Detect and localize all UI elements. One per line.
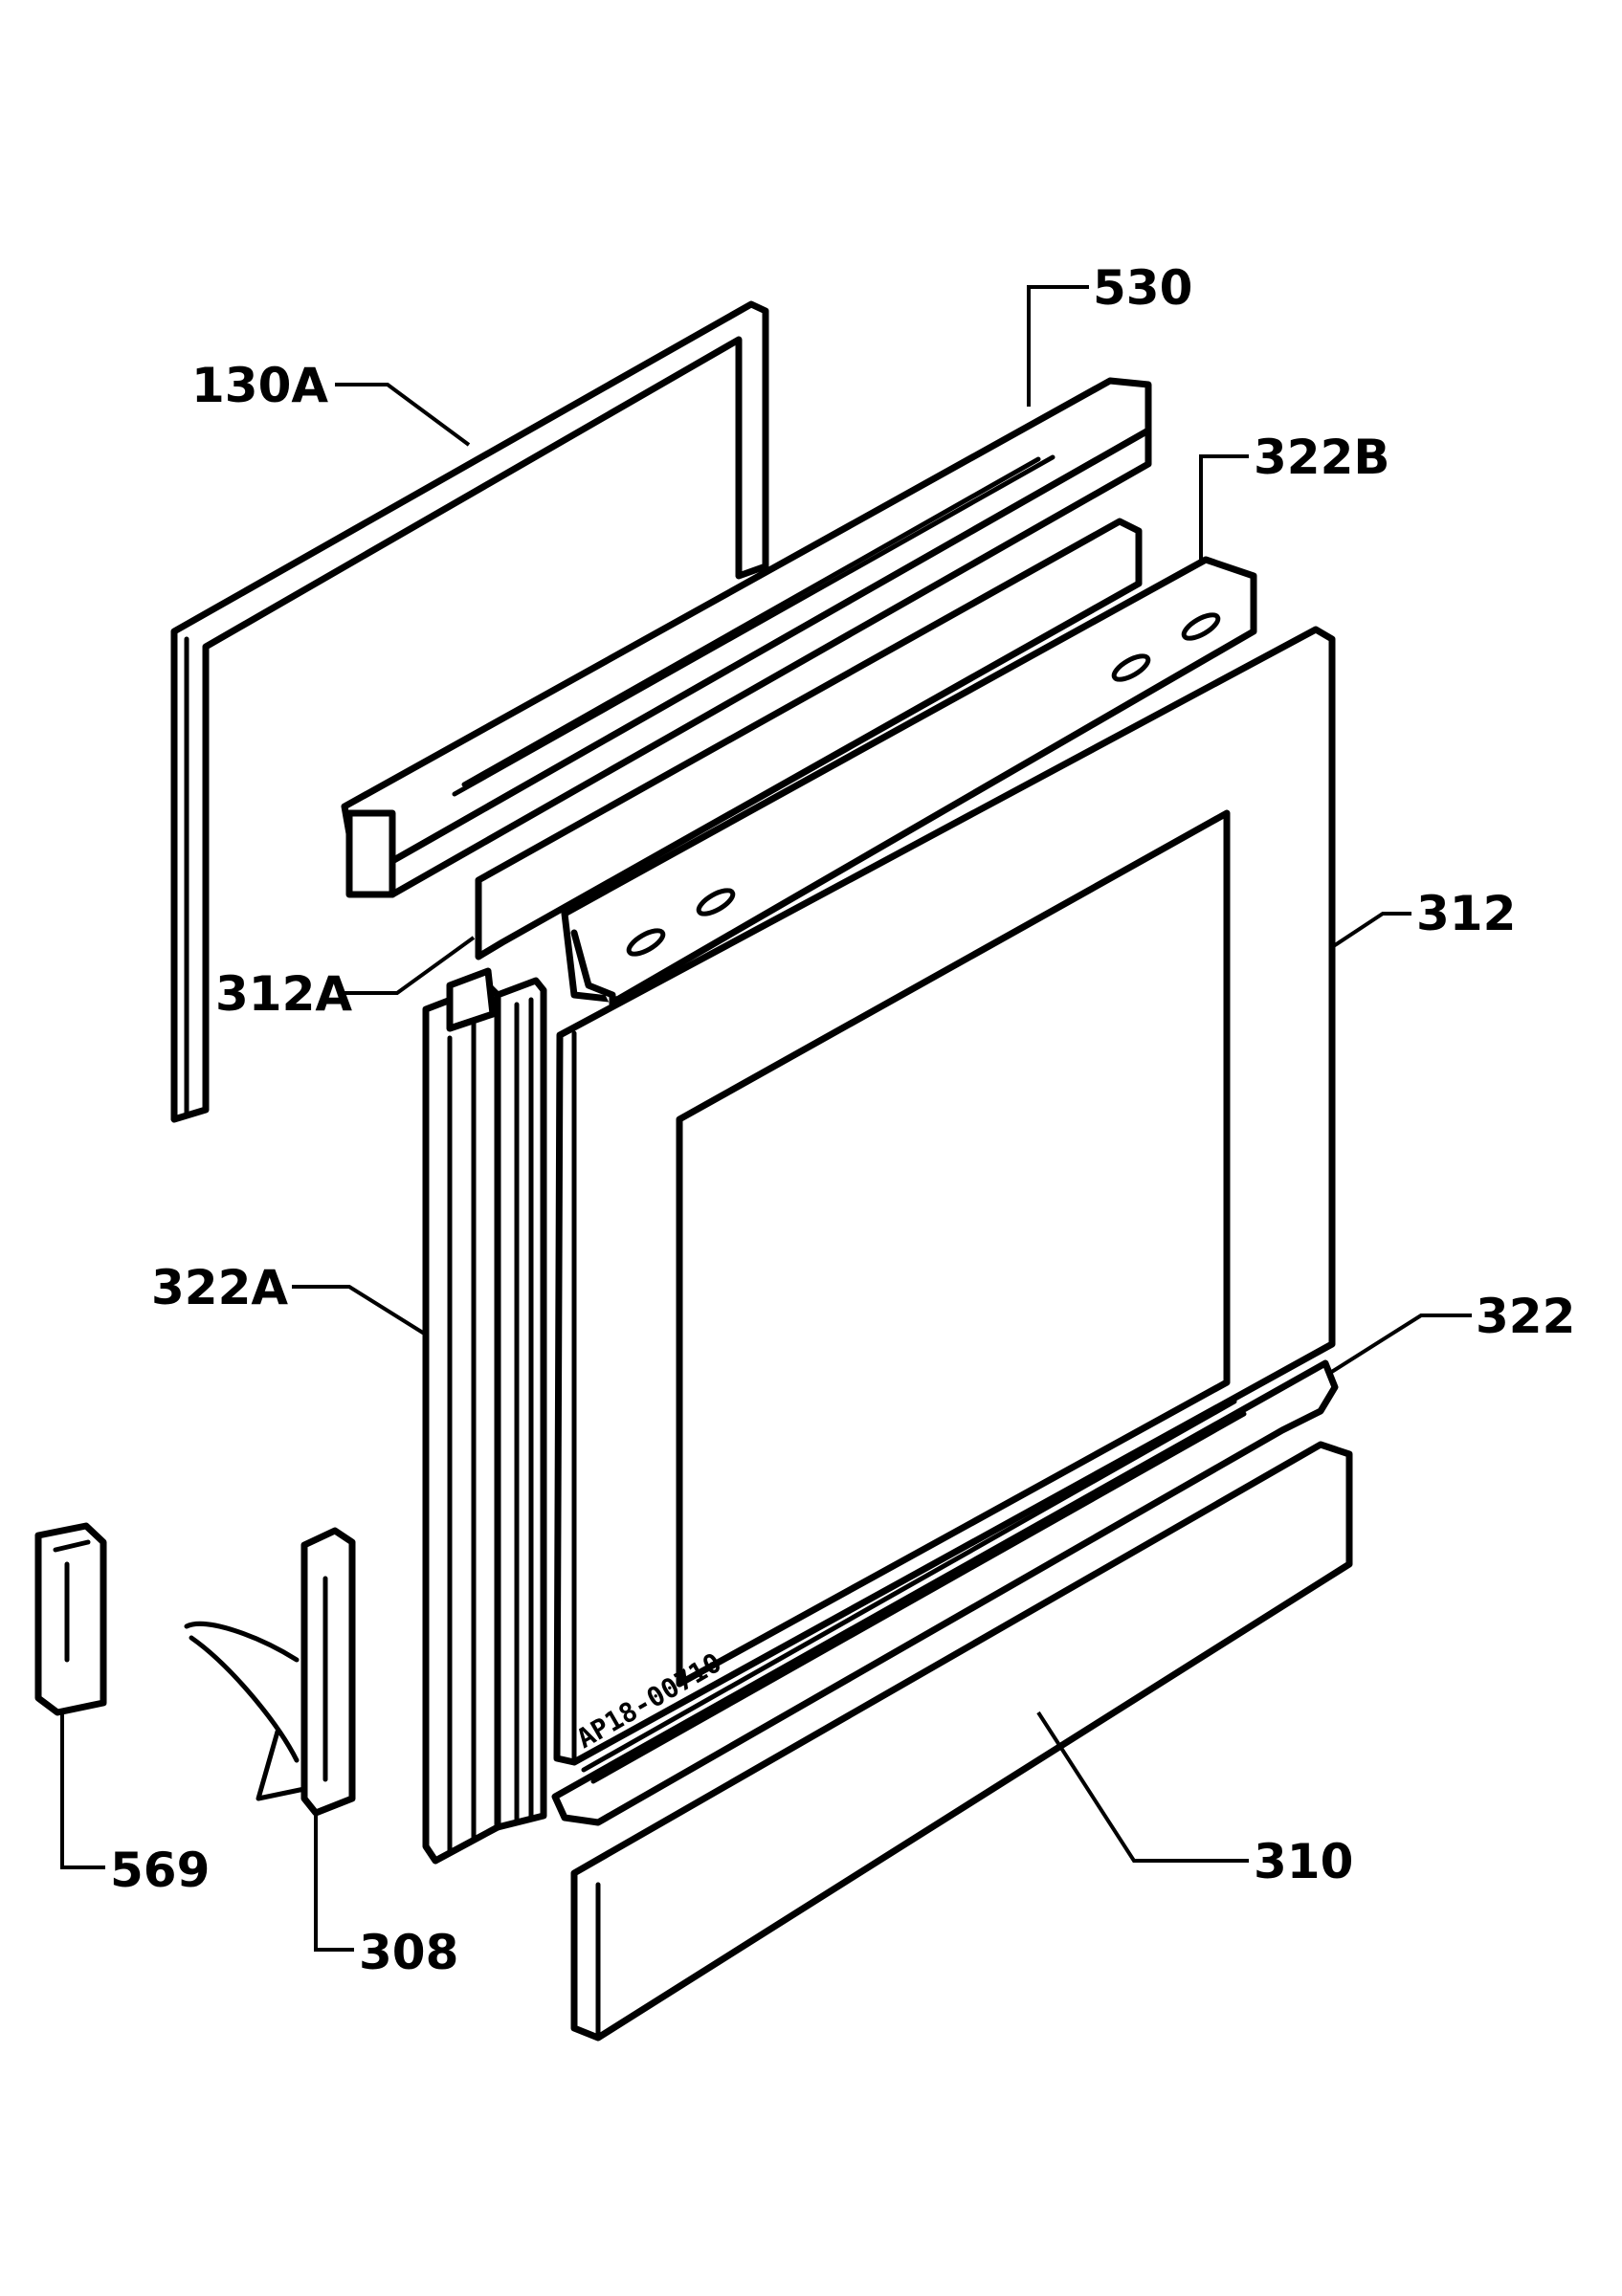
label-530: 530 bbox=[1093, 260, 1192, 316]
label-569: 569 bbox=[110, 1843, 210, 1898]
label-308: 308 bbox=[359, 1925, 458, 1980]
part-322a-side-profile bbox=[422, 967, 547, 1865]
label-130a: 130A bbox=[191, 358, 328, 413]
part-569-latch bbox=[34, 1522, 107, 1716]
part-530-top-trim bbox=[341, 377, 1152, 898]
part-322b-upper-rail bbox=[561, 556, 1257, 1013]
label-322b: 322B bbox=[1254, 430, 1389, 485]
part-322-lower-rail bbox=[551, 1359, 1339, 1826]
part-308-hinge bbox=[184, 1527, 356, 1817]
label-312a: 312A bbox=[215, 966, 352, 1022]
label-322a: 322A bbox=[151, 1260, 288, 1315]
part-310-kick-plate bbox=[570, 1441, 1353, 2042]
part-312a-inner-glass bbox=[475, 518, 1143, 960]
part-312-outer-glass bbox=[553, 626, 1336, 1766]
label-322: 322 bbox=[1476, 1289, 1575, 1344]
leader-lines bbox=[60, 285, 1472, 1952]
part-130a-gasket bbox=[170, 300, 769, 1123]
label-312: 312 bbox=[1416, 886, 1516, 941]
label-310: 310 bbox=[1254, 1834, 1353, 1889]
